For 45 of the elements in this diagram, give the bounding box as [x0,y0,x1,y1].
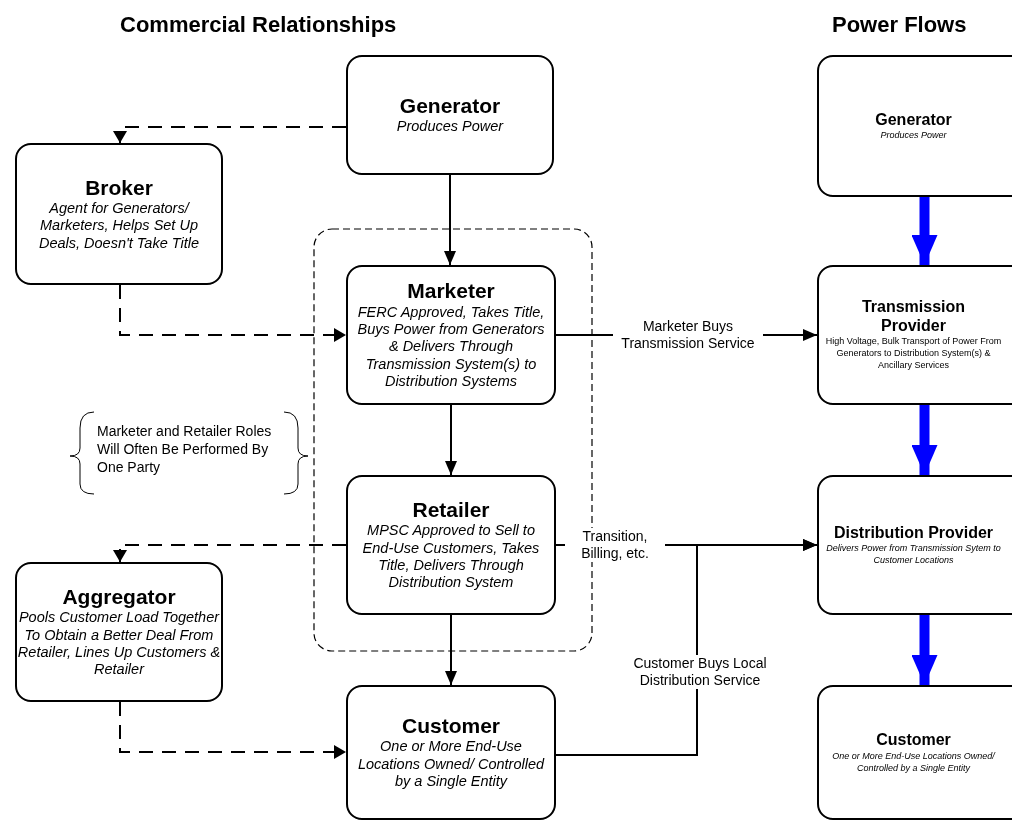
arrow [119,701,347,759]
arrow [555,539,818,756]
box-description: Agent for Generators/ Marketers, Helps Set Up Deals, Doesn't Take Title [37,200,201,253]
box-title: Retailer [412,498,490,523]
rounded-box [346,685,556,820]
rounded-box [346,55,554,175]
rounded-box [817,685,1012,820]
box-description: Delivers Power from Transmission Sytem to Customer Locations [825,542,1002,567]
arrow [445,404,457,476]
section-heading: Commercial Relationships [120,12,397,38]
edge-label: Transition, Billing, etc. [565,528,665,562]
box-title: Generator [875,110,952,130]
box-description: One or More End-Use Locations Owned/ Controlled by a Single Entity [831,749,997,774]
rounded-box [817,55,1012,197]
box-description: One or More End-Use Locations Owned/ Controlled by a Single Entity [356,738,546,791]
box-description: MPSC Approved to Sell to End-Use Customers, Takes Title, Delivers Through Distribution System [361,522,541,592]
rounded-box [346,475,556,615]
arrow [113,544,347,563]
arrow [113,126,347,144]
arrow [119,284,347,342]
box-title: Transmission Provider [860,298,967,336]
rounded-box [817,475,1012,615]
section-heading: Power Flows [832,12,967,38]
box-title: Customer [402,714,500,739]
flow-arrow [911,405,938,475]
rounded-box [15,562,223,702]
rounded-box [15,143,223,285]
arrow [444,174,456,266]
note-text: Marketer and Retailer Roles Will Often Be Performed By One Party [97,422,273,477]
box-description: Produces Power [395,118,505,136]
box-title: Generator [399,94,501,119]
box-title: Customer [876,731,951,750]
box-description: High Voltage, Bulk Transport of Power From Generators to Distribution System(s) & Ancillary Services [824,335,1003,372]
rounded-box [817,265,1012,405]
flow-arrow [911,615,938,685]
box-title: Aggregator [62,585,176,610]
rounded-box [346,265,556,405]
arrow [445,614,457,686]
box-description: Pools Customer Load Together To Obtain a Better Deal From Retailer, Lines Up Customers & Retailer [16,609,222,679]
flow-arrow [911,197,938,265]
box-title: Broker [85,175,153,200]
box-title: Distribution Provider [833,523,994,543]
box-description: Produces Power [879,129,948,142]
box-title: Marketer [407,279,495,304]
box-description: FERC Approved, Takes Title, Buys Power from Generators & Delivers Through Transmission System(s) to Distribution Systems [356,303,546,391]
